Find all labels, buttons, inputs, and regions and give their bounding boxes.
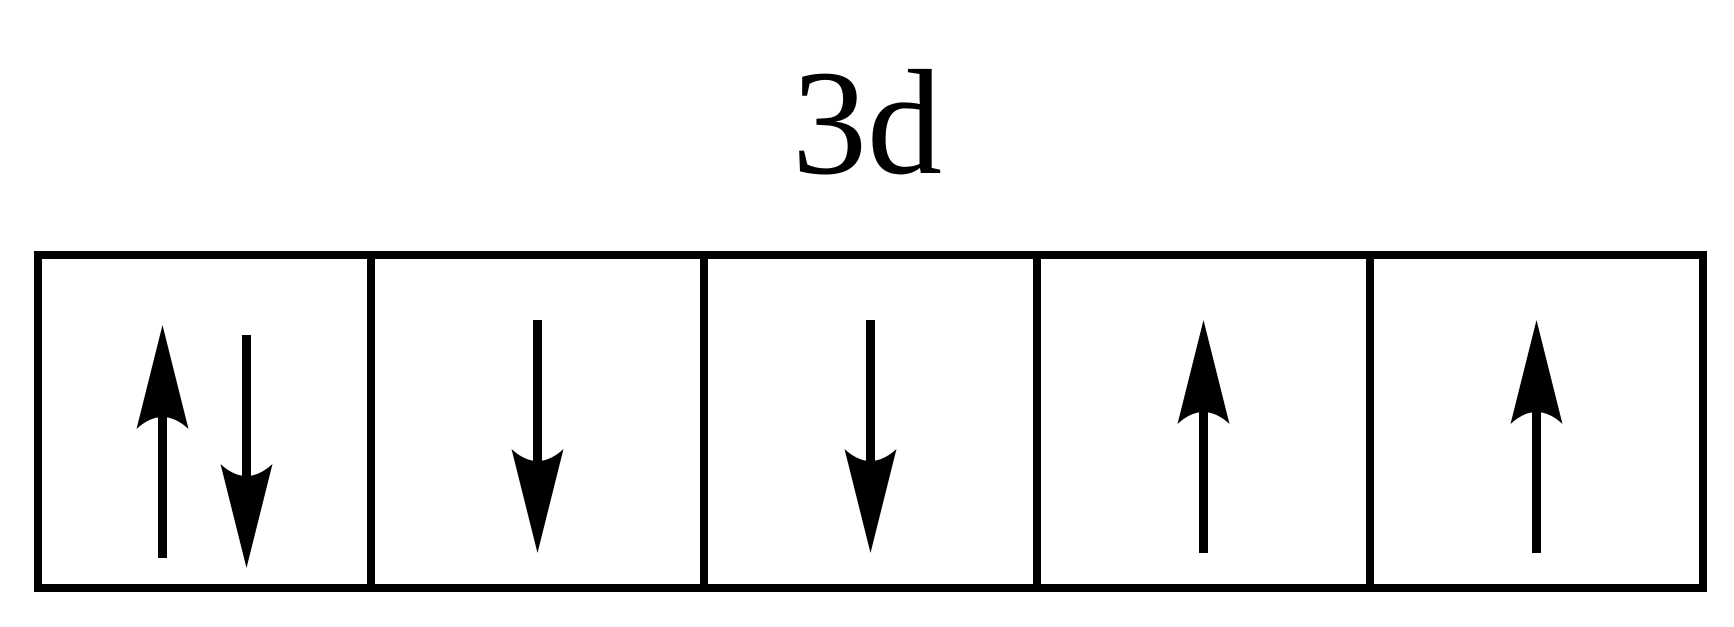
spin-up-arrow [1510,320,1563,553]
orbital-box [1366,251,1707,592]
arrow-head [220,464,273,568]
spin-down-arrow [220,335,273,568]
orbital-title: 3d [792,40,942,206]
spin-up-arrow [136,325,189,558]
orbital-boxes [34,251,1707,592]
spin-down-arrow [511,320,564,553]
electron-arrows [136,320,1563,568]
arrow-head [1510,320,1563,424]
arrow-head [844,449,897,553]
orbital-box [34,251,375,592]
spin-up-arrow [1177,320,1230,553]
arrow-head [136,325,189,429]
spin-down-arrow [844,320,897,553]
arrow-head [511,449,564,553]
arrow-head [1177,320,1230,424]
